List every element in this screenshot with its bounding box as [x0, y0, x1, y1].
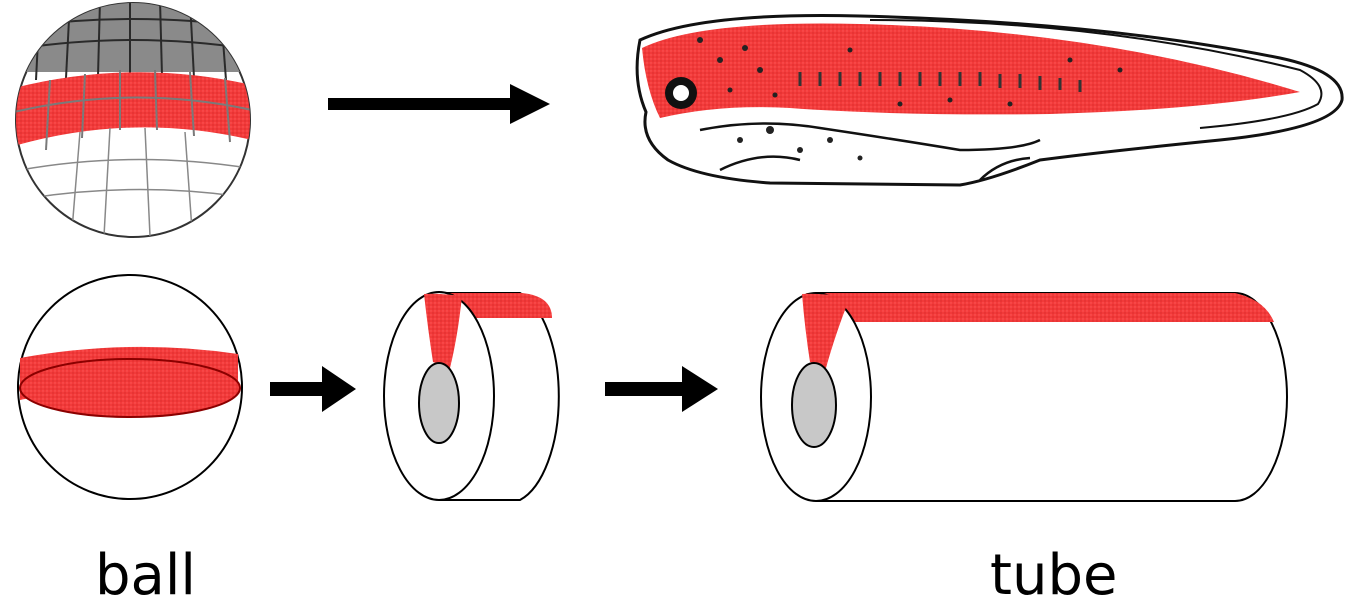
- ball-label: ball: [95, 548, 196, 604]
- tube-label: tube: [990, 548, 1117, 604]
- embryo-sphere-drawing: [10, 0, 260, 237]
- short-cylinder-shape: [384, 292, 559, 500]
- right-arrow-icon: [328, 84, 550, 124]
- long-tube-shape: [761, 293, 1287, 501]
- right-arrow-icon: [270, 366, 356, 412]
- ball-shape: [18, 275, 242, 499]
- tadpole-drawing: [637, 16, 1342, 186]
- right-arrow-icon: [605, 366, 718, 412]
